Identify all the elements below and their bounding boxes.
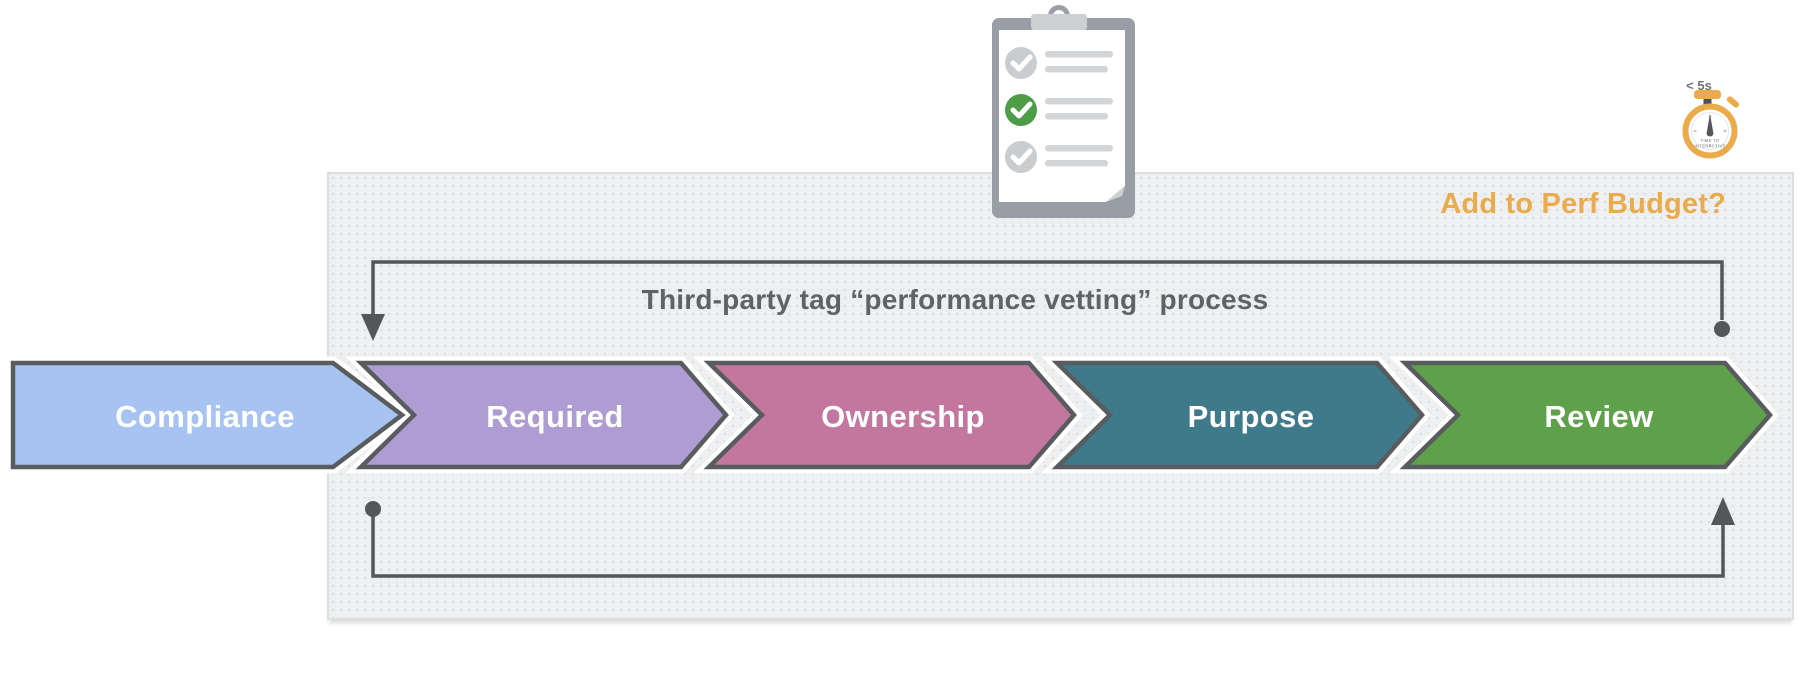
- checklist-clipboard-icon: [992, 5, 1135, 218]
- checklist-row: [1005, 141, 1113, 173]
- checklist-row: [1005, 47, 1113, 79]
- stage-shape: [10, 360, 406, 470]
- stage-label: Compliance: [115, 399, 295, 434]
- stopwatch-dial-line2: INTERACTIVE: [1694, 144, 1725, 149]
- feedback-arrow-top-icon: [361, 260, 1730, 341]
- feedback-arrow-bottom-icon: [365, 497, 1735, 578]
- stage-shape: [1399, 360, 1773, 470]
- diagram-title: Third-party tag “performance vetting” pr…: [641, 284, 1269, 315]
- stopwatch-dial-line1: TIME TO: [1700, 138, 1719, 143]
- stage-chevron-compliance: Compliance: [10, 360, 406, 470]
- stage-chevron-ownership: Ownership: [703, 360, 1077, 470]
- stage-chevron-purpose: Purpose: [1051, 360, 1425, 470]
- stage-label: Ownership: [821, 399, 985, 434]
- stage-label: Required: [486, 399, 624, 434]
- stage-shape: [355, 360, 729, 470]
- checklist-row-done: [1005, 94, 1113, 126]
- stage-shape: [703, 360, 1077, 470]
- stopwatch-icon: < 5s TIME TO INTERACTIVE: [1682, 78, 1740, 159]
- stopwatch-badge: < 5s: [1686, 78, 1712, 93]
- perf-budget-question: Add to Perf Budget?: [1440, 188, 1726, 220]
- stage-chevron-review: Review: [1399, 360, 1773, 470]
- stage-chevron-required: Required: [355, 360, 729, 470]
- stage-shape: [1051, 360, 1425, 470]
- stage-label: Purpose: [1188, 399, 1315, 434]
- stage-label: Review: [1544, 399, 1654, 434]
